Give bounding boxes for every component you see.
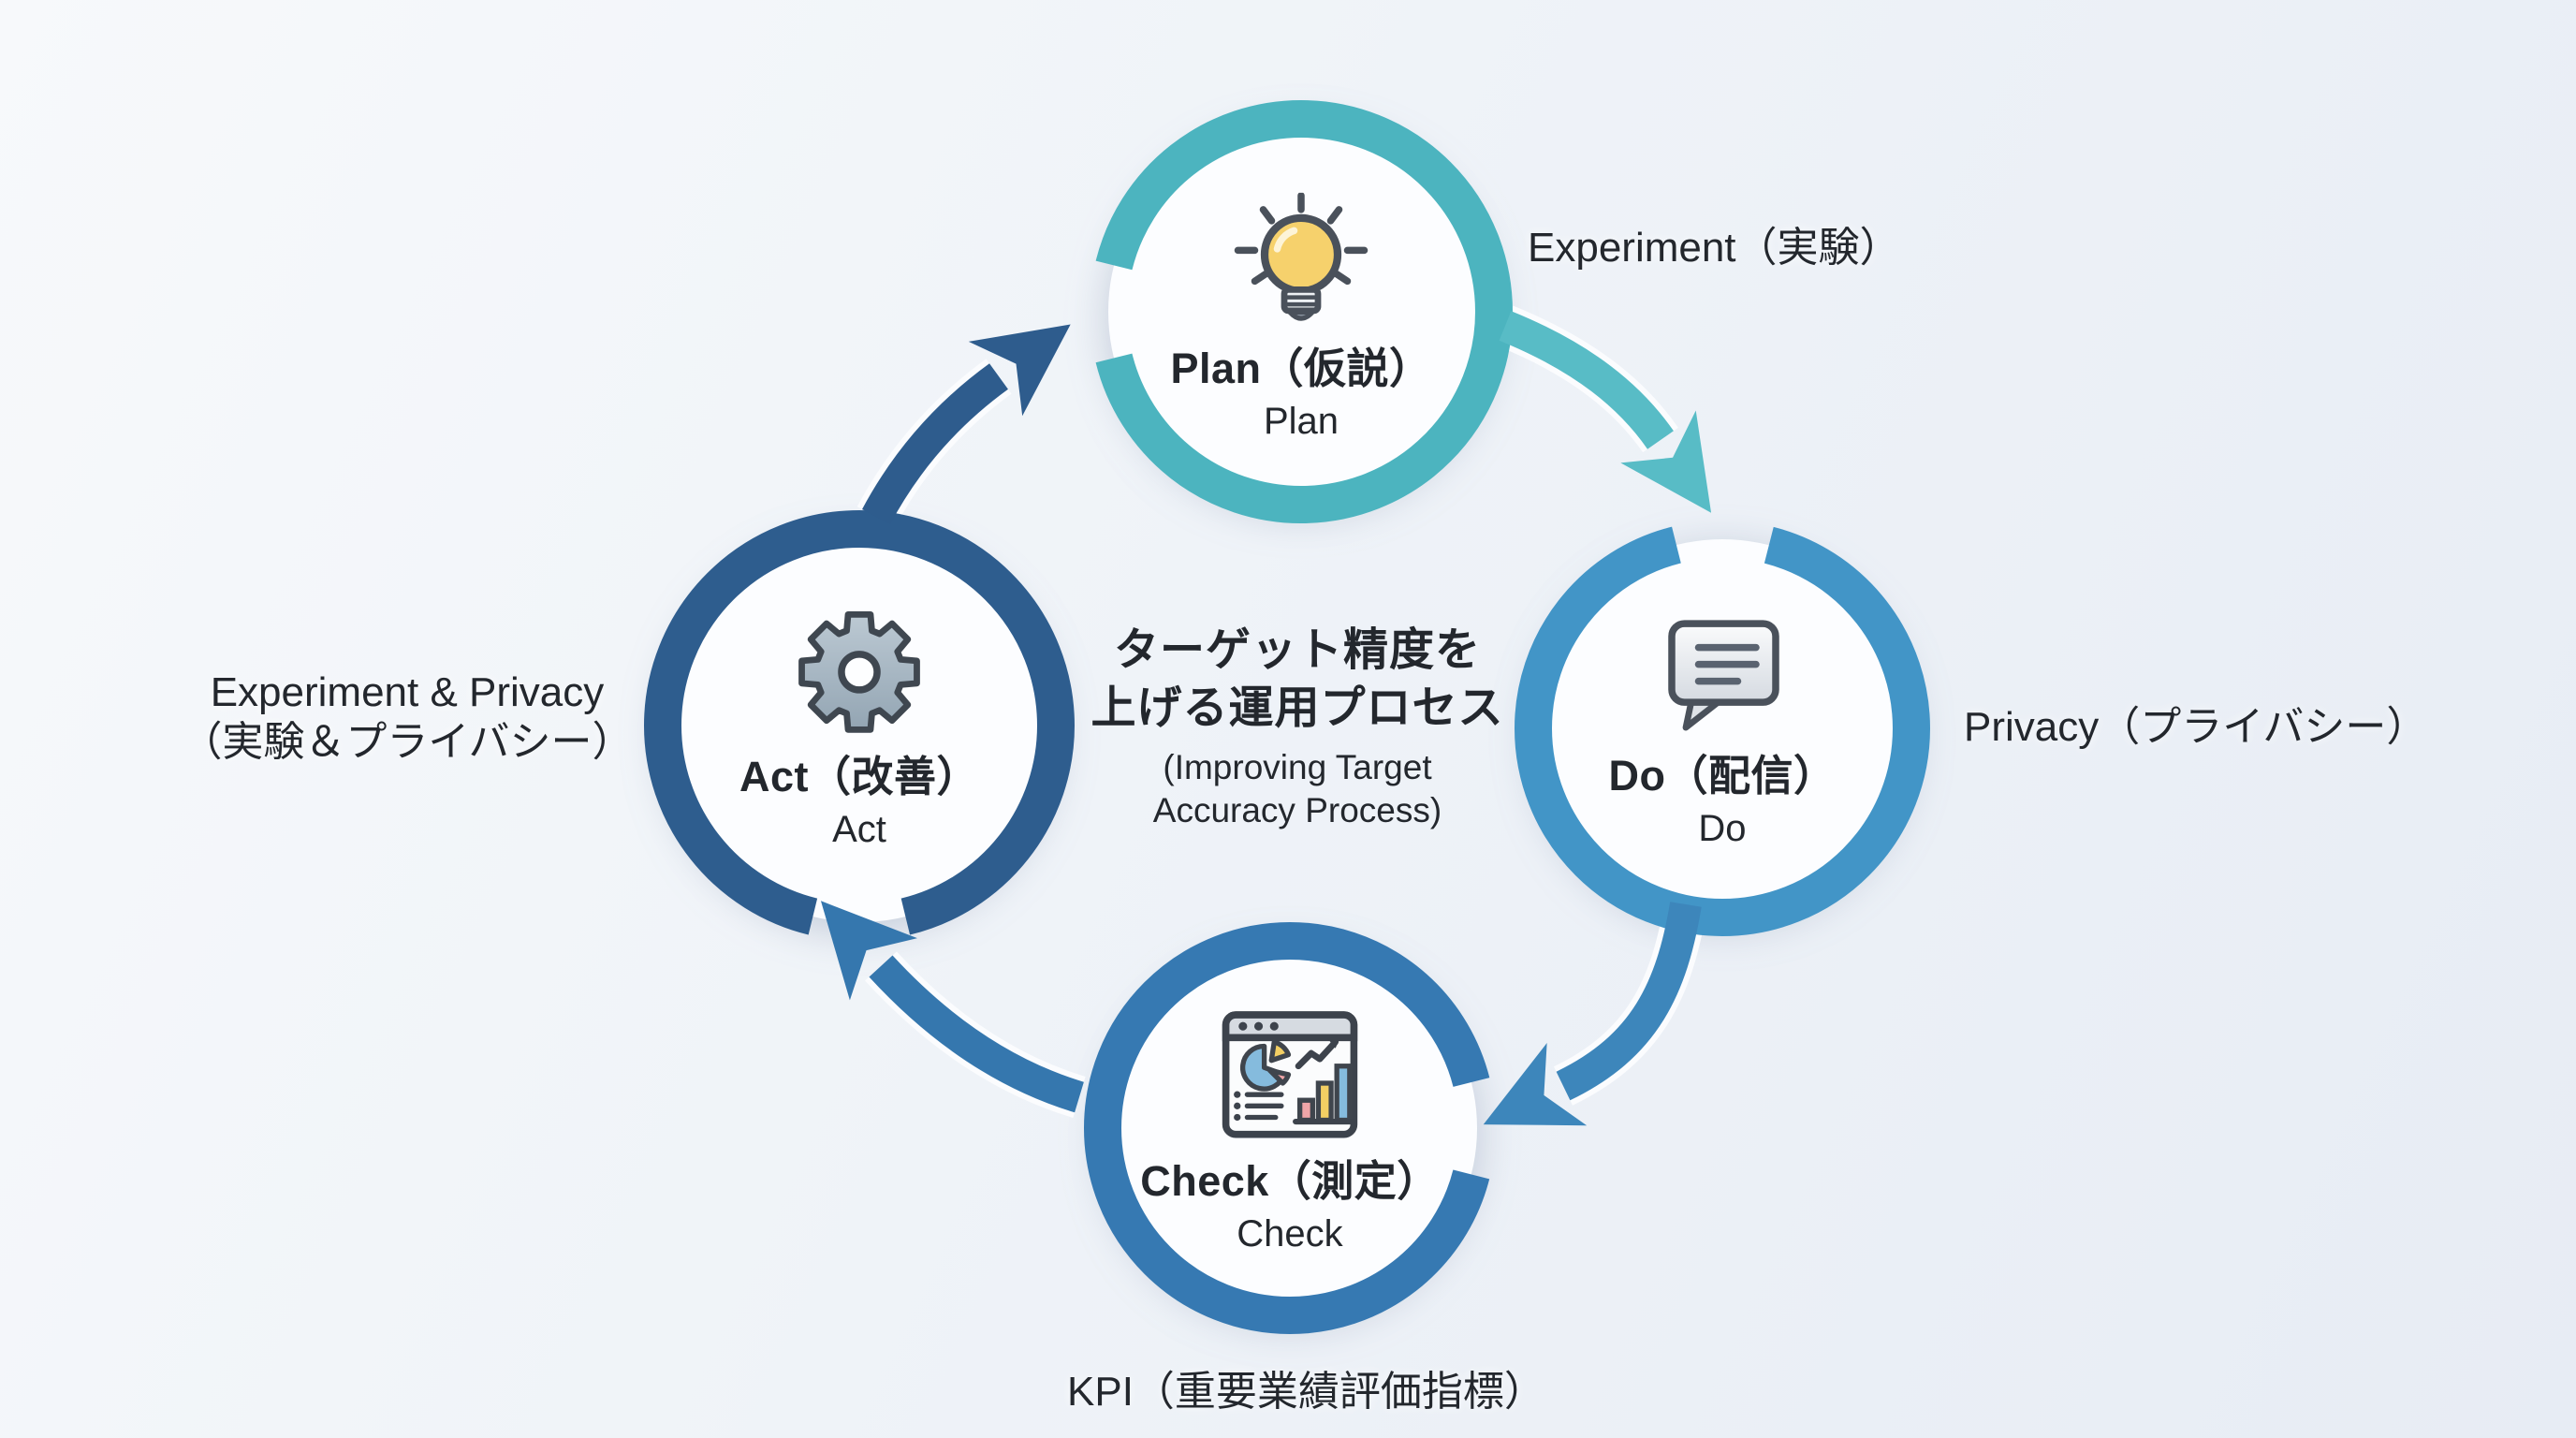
arrow-act-plan (862, 324, 1071, 525)
do-ring (1515, 521, 1930, 936)
label-kpi: KPI（重要業績評価指標） (1067, 1369, 1545, 1415)
do-disc (1533, 539, 1911, 917)
center-title-line2: 上げる運用プロセス (1090, 683, 1504, 734)
arrow-check-act (820, 901, 1084, 1113)
center-subtitle-line1: (Improving Target (1163, 747, 1432, 786)
act-ring (644, 510, 1075, 941)
center-subtitle-line2: Accuracy Process) (1152, 791, 1442, 830)
plan-ring (1090, 100, 1513, 523)
arrow-do-check (1483, 902, 1702, 1126)
center-title-line1: ターゲット精度を (1113, 625, 1481, 675)
label-experiment-privacy-line1: Experiment & Privacy (210, 669, 605, 715)
check-ring (1084, 922, 1496, 1334)
center-caption: ターゲット精度を 上げる運用プロセス (Improving Target Acc… (1020, 622, 1574, 832)
label-experiment-privacy: Experiment & Privacy （実験＆プライバシー） (150, 668, 665, 768)
cycle-arrows (820, 311, 1712, 1126)
label-privacy: Privacy（プライバシー） (1964, 704, 2428, 750)
arrow-plan-do (1499, 311, 1712, 513)
node-rings (644, 100, 1930, 1334)
label-experiment: Experiment（実験） (1528, 225, 1901, 271)
label-experiment-privacy-line2: （実験＆プライバシー） (181, 718, 634, 765)
